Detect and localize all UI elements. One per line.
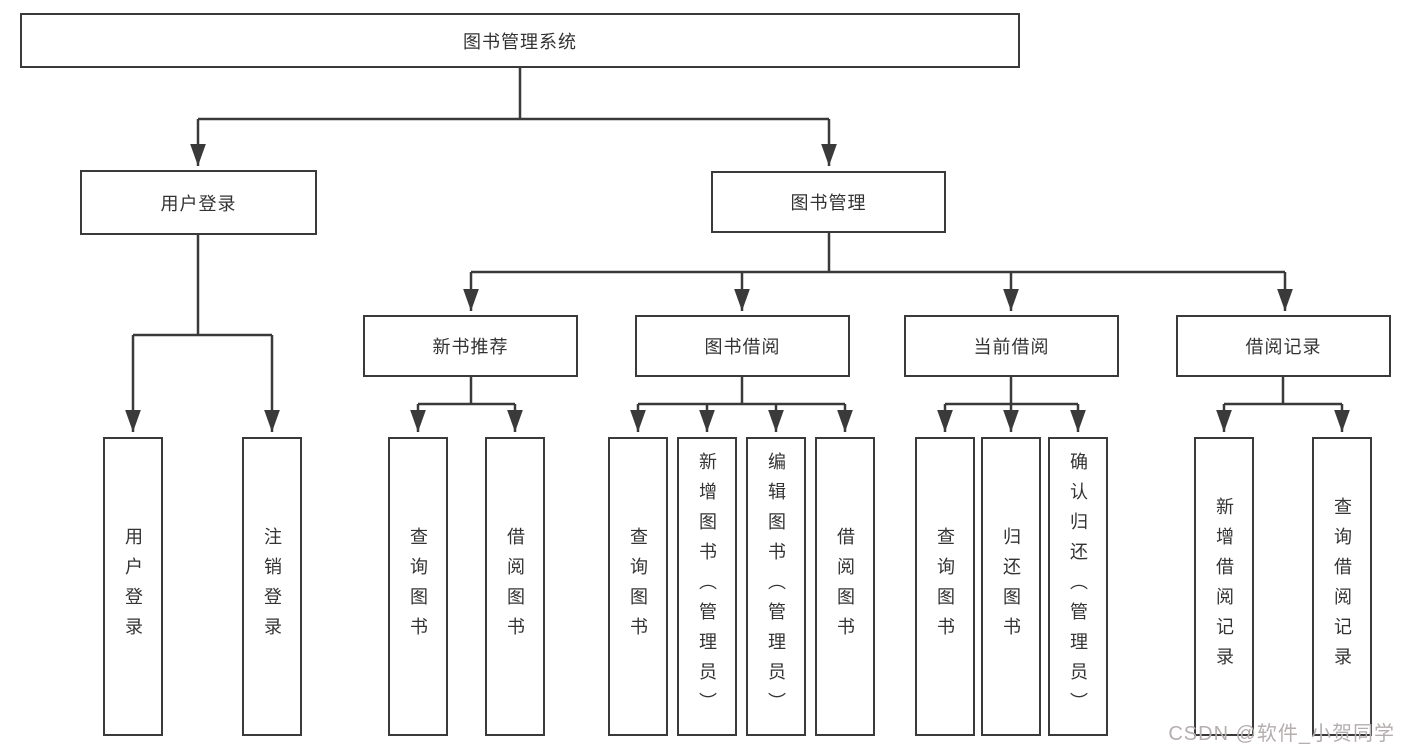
leaf-label: 查询图书 <box>935 526 955 647</box>
node-library-management-system: 图书管理系统 <box>20 13 1020 68</box>
csdn-watermark: CSDN @软件_小贺同学 <box>1168 723 1395 745</box>
node-book-borrowing: 图书借阅 <box>635 315 850 377</box>
leaf-label: 确认归还（管理员） <box>1068 451 1088 722</box>
leaf-label: 查询图书 <box>408 526 428 647</box>
leaf-label: 编辑图书（管理员） <box>766 451 786 722</box>
node-user-login: 用户登录 <box>80 170 317 235</box>
leaf-label: 归还图书 <box>1001 526 1021 647</box>
leaf-label: 新增图书（管理员） <box>697 451 717 722</box>
node-borrowing-records: 借阅记录 <box>1176 315 1391 377</box>
leaf-borrow-books-recommend: 借阅图书 <box>485 437 545 736</box>
leaf-label: 查询图书 <box>628 526 648 647</box>
leaf-borrow-books-borrowing: 借阅图书 <box>815 437 875 736</box>
node-current-borrowing: 当前借阅 <box>904 315 1119 377</box>
leaf-logout: 注销登录 <box>242 437 302 736</box>
leaf-query-borrow-record: 查询借阅记录 <box>1312 437 1372 736</box>
node-book-management: 图书管理 <box>711 171 946 233</box>
leaf-query-books-borrowing: 查询图书 <box>608 437 668 736</box>
leaf-label: 查询借阅记录 <box>1332 496 1352 677</box>
leaf-query-books-recommend: 查询图书 <box>388 437 448 736</box>
leaf-edit-book-admin: 编辑图书（管理员） <box>746 437 806 736</box>
leaf-add-book-admin: 新增图书（管理员） <box>677 437 737 736</box>
leaf-confirm-return-admin: 确认归还（管理员） <box>1048 437 1108 736</box>
leaf-label: 用户登录 <box>123 526 143 647</box>
leaf-label: 新增借阅记录 <box>1214 496 1234 677</box>
leaf-add-borrow-record: 新增借阅记录 <box>1194 437 1254 736</box>
leaf-return-books: 归还图书 <box>981 437 1041 736</box>
leaf-label: 借阅图书 <box>505 526 525 647</box>
leaf-label: 注销登录 <box>262 526 282 647</box>
leaf-label: 借阅图书 <box>835 526 855 647</box>
leaf-query-books-current: 查询图书 <box>915 437 975 736</box>
leaf-user-login: 用户登录 <box>103 437 163 736</box>
node-new-book-recommendation: 新书推荐 <box>363 315 578 377</box>
